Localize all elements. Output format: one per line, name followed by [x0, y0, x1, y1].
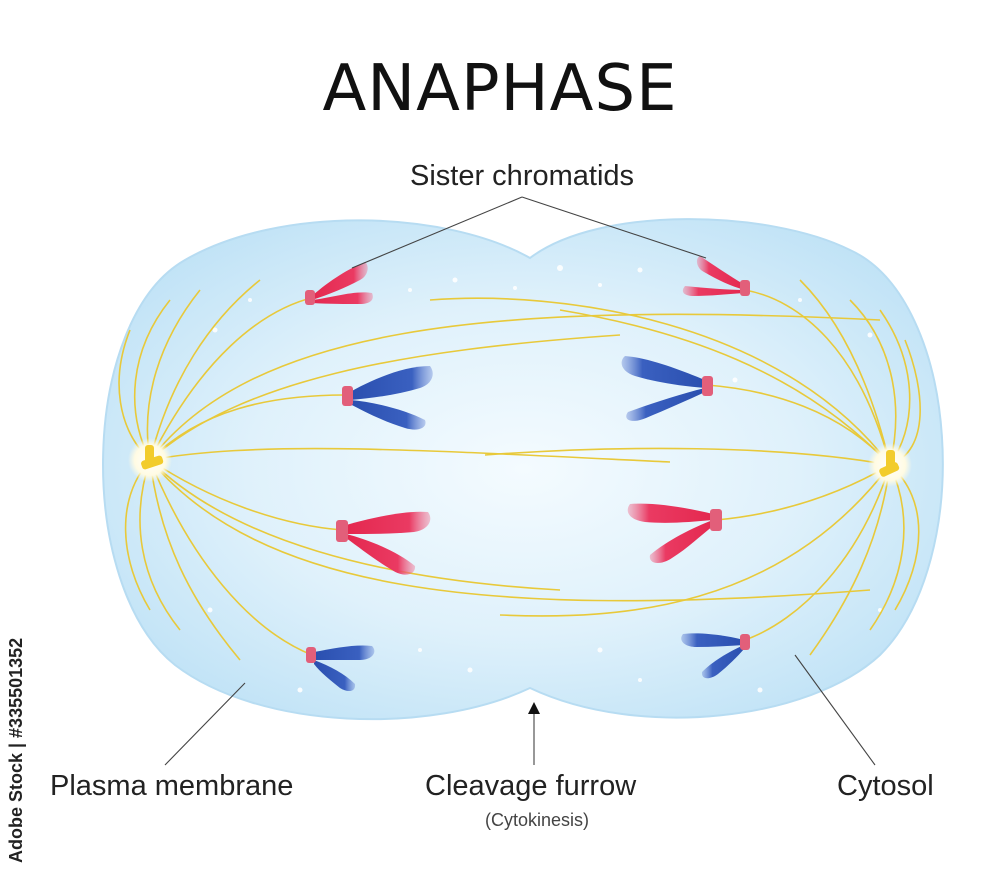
sister-chromatids-leader-right [521, 196, 707, 259]
plasma-membrane-leader [164, 682, 246, 766]
leader-lines [164, 196, 876, 766]
cleavage-furrow-arrow [528, 702, 540, 714]
label-cytosol: Cytosol [837, 770, 934, 802]
chromatid-left-lower [336, 511, 431, 575]
chromatid-left-bottom [306, 645, 375, 692]
label-plasma-membrane: Plasma membrane [50, 770, 294, 802]
sister-chromatids-leader-left [351, 196, 523, 269]
centrosome-left [128, 438, 172, 482]
chromatid-right-lower [627, 503, 722, 564]
label-cleavage-furrow: Cleavage furrow [425, 770, 637, 802]
chromatid-right-top [682, 256, 750, 296]
label-cytokinesis: (Cytokinesis) [485, 810, 590, 830]
cell-body [102, 218, 944, 721]
centrosome-right [868, 443, 912, 487]
stock-watermark-id: Adobe Stock | #335501352 [6, 637, 26, 863]
chromatid-right-bottom [681, 633, 750, 679]
cytosol-speckles [207, 265, 882, 707]
cytosol-leader [794, 654, 876, 766]
chromatid-left-top [305, 262, 373, 305]
label-sister-chromatids: Sister chromatids [410, 160, 635, 192]
chromatid-right-upper [621, 356, 713, 421]
spindle-fibers [118, 279, 921, 661]
diagram-title: ANAPHASE [322, 52, 678, 126]
chromatid-left-upper [342, 366, 433, 430]
